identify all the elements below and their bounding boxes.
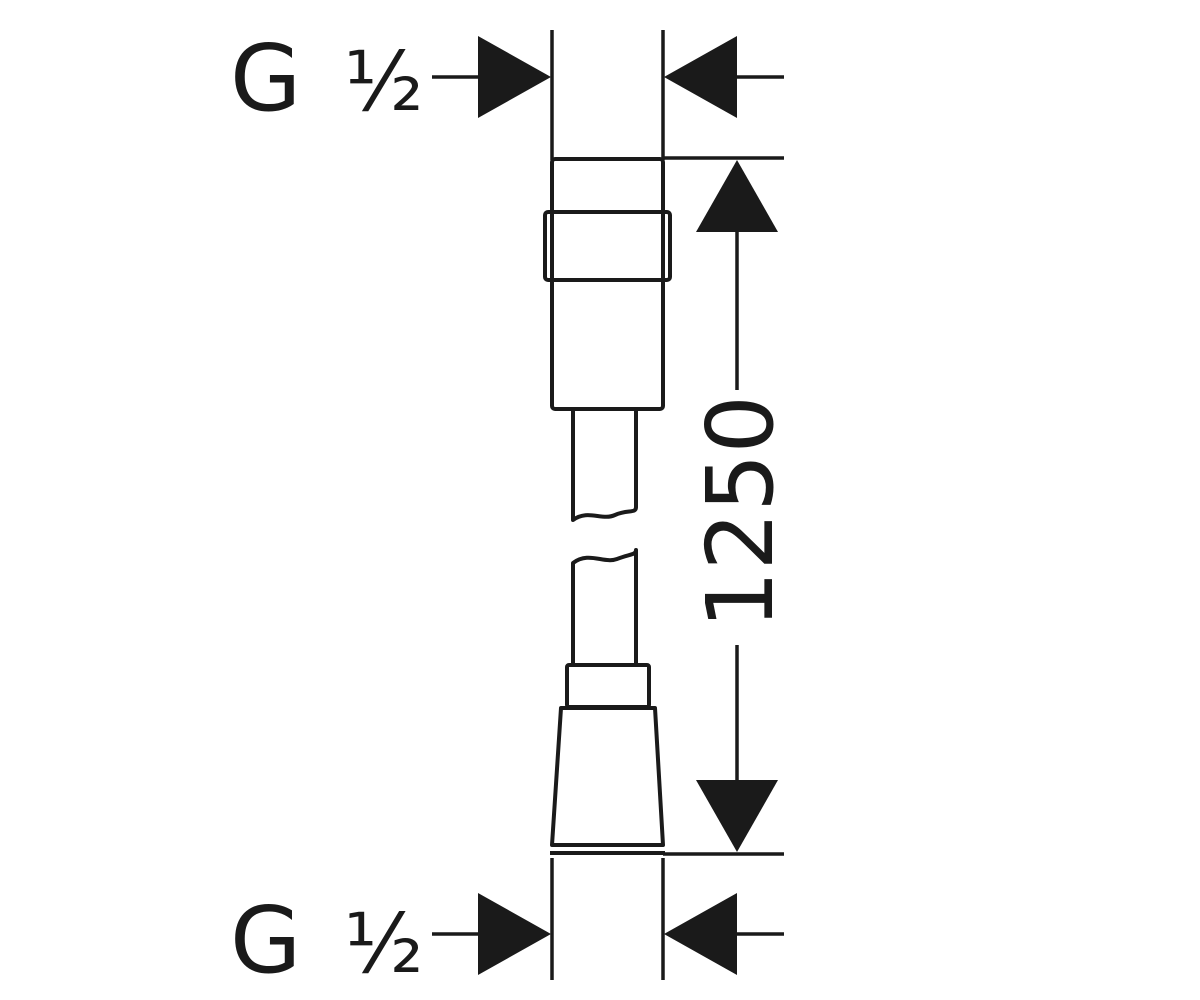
- bottom-thread-size: ½: [344, 897, 423, 992]
- top-thread-letter: G: [230, 25, 301, 132]
- bottom-fitting: [550, 663, 665, 855]
- hose-upper-segment: [571, 408, 638, 522]
- bottom-fitting-cone: [550, 706, 665, 847]
- length-dimension-value: 1250: [687, 395, 794, 629]
- length-dimension: 1250: [663, 156, 794, 856]
- bottom-fitting-collar: [565, 663, 651, 709]
- bottom-thread-letter: G: [230, 887, 301, 994]
- bottom-thread-arrow-right: [664, 893, 737, 975]
- top-thread-arrow-right: [664, 36, 737, 118]
- bottom-thread-dimension: G ½: [230, 858, 784, 994]
- bottom-thread-arrow-left: [478, 893, 551, 975]
- length-arrow-down: [696, 780, 778, 852]
- hose-lower-segment: [571, 548, 638, 667]
- top-fitting-nut-ring: [543, 210, 672, 282]
- top-thread-size: ½: [344, 35, 423, 130]
- top-fitting-body: [550, 157, 665, 411]
- length-arrow-up: [696, 160, 778, 232]
- top-thread-arrow-left: [478, 36, 551, 118]
- top-fitting: [543, 157, 672, 411]
- top-thread-dimension: G ½: [230, 25, 784, 160]
- hose: [571, 408, 638, 667]
